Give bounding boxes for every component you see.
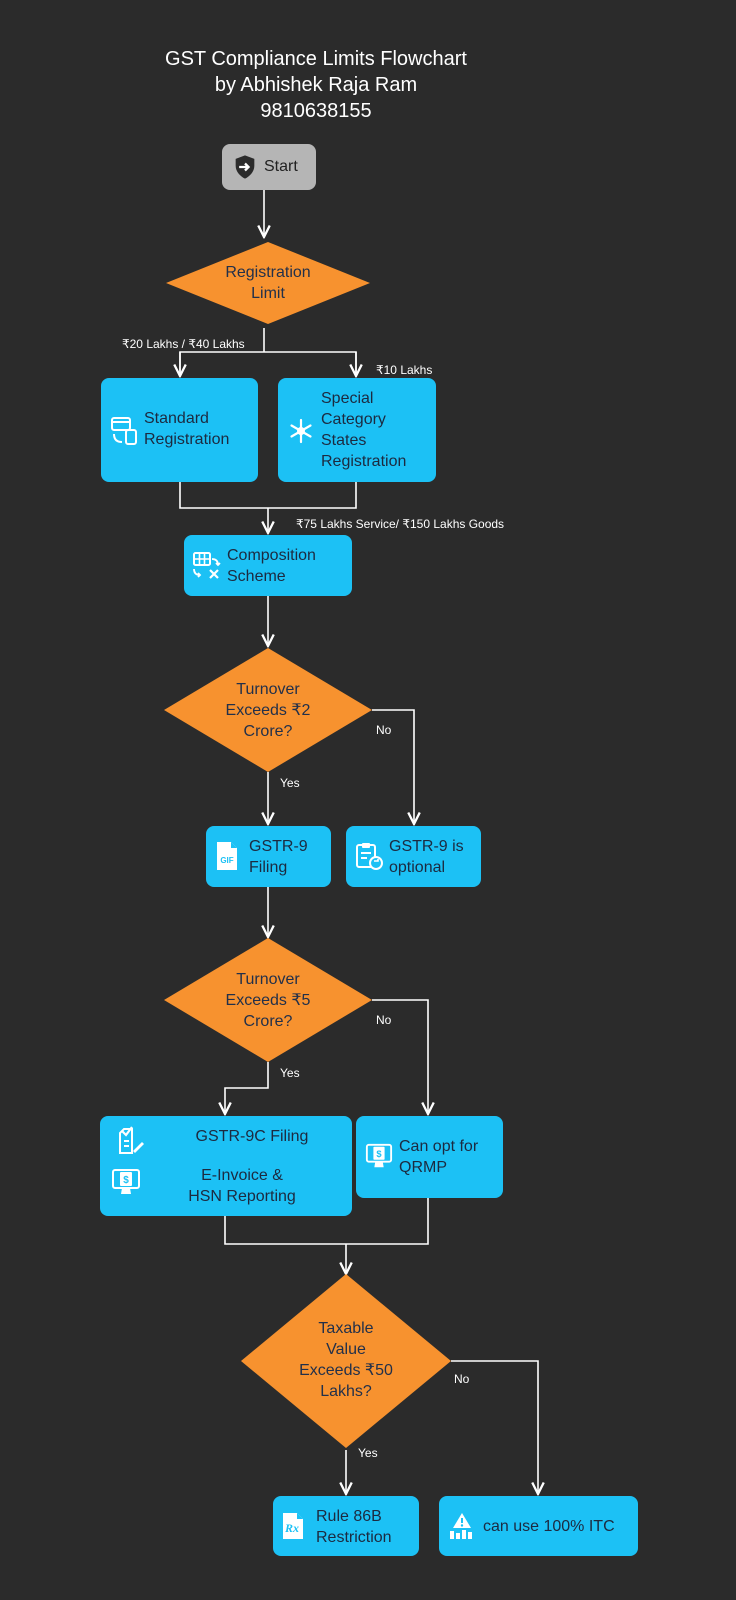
start-label: Start — [264, 158, 298, 175]
turnover-5cr-line1: Turnover — [236, 971, 300, 988]
card-phone-icon — [111, 417, 137, 445]
edge-label-10-lakhs: ₹10 Lakhs — [376, 363, 433, 377]
edge-taxable-no — [451, 1360, 538, 1494]
gstr9-optional-node[interactable]: GSTR-9 is optional — [346, 826, 481, 887]
edge-turnover2-no — [372, 709, 414, 824]
turnover-5cr-line3: Crore? — [243, 1013, 293, 1030]
composition-scheme-line1: Composition — [227, 547, 316, 564]
decision-turnover-5cr — [164, 938, 372, 1062]
taxable-50l-line4: Lakhs? — [320, 1383, 372, 1400]
registration-limit-line1: Registration — [225, 264, 311, 281]
rule86b-line1: Rule 86B — [316, 1508, 382, 1525]
start-node[interactable]: Start — [222, 144, 316, 190]
edge-label-tv-yes: Yes — [358, 1446, 378, 1460]
flowchart-title-line2: by Abhishek Raja Ram — [214, 74, 418, 96]
composition-scheme-node[interactable]: Composition Scheme — [184, 535, 352, 596]
full-itc-node[interactable]: can use 100% ITC — [439, 1496, 638, 1556]
edge-registration-split — [179, 351, 357, 376]
standard-registration-line2: Registration — [144, 431, 230, 448]
taxable-50l-line1: Taxable — [318, 1320, 374, 1337]
gstr9c-einvoice-node[interactable]: $ GSTR-9C Filing E-Invoice & HSN Reporti… — [100, 1116, 352, 1216]
turnover-5cr-line2: Exceeds ₹5 — [225, 992, 311, 1009]
turnover-5cr-label: Turnover Exceeds ₹5 Crore? — [198, 969, 338, 1032]
svg-text:Rx: Rx — [284, 1521, 299, 1535]
taxable-50l-line3: Exceeds ₹50 — [299, 1362, 393, 1379]
special-category-line3: States — [321, 432, 367, 449]
full-itc-label: can use 100% ITC — [483, 1518, 615, 1535]
check-document-icon — [119, 1126, 144, 1154]
grid-transfer-icon — [193, 552, 221, 579]
edge-merge-to-composition — [179, 481, 357, 533]
gstr9-filing-node[interactable]: GIF GSTR-9 Filing — [206, 826, 331, 887]
turnover-2cr-label: Turnover Exceeds ₹2 Crore? — [198, 679, 338, 742]
warning-chart-icon — [450, 1513, 472, 1539]
monitor-dollar-icon: $ — [365, 1143, 393, 1168]
qrmp-line2: QRMP — [399, 1159, 447, 1176]
special-category-line1: Special — [321, 390, 374, 407]
edge-label-20-40-lakhs: ₹20 Lakhs / ₹40 Lakhs — [122, 337, 245, 351]
decision-taxable-50l — [241, 1274, 451, 1448]
special-category-line2: Category — [321, 411, 386, 428]
composition-scheme-line2: Scheme — [227, 568, 286, 585]
qrmp-line1: Can opt for — [399, 1138, 479, 1155]
gif-file-icon: GIF — [217, 842, 237, 870]
turnover-2cr-line2: Exceeds ₹2 — [225, 702, 311, 719]
clipboard-refresh-icon — [356, 843, 383, 870]
prescription-icon: Rx — [283, 1513, 303, 1539]
snowflake-icon — [290, 418, 312, 444]
standard-registration-line1: Standard — [144, 410, 209, 427]
decision-turnover-2cr — [164, 648, 372, 772]
gstr9-optional-line1: GSTR-9 is — [389, 838, 464, 855]
edge-merge-to-taxable — [224, 1198, 429, 1274]
edge-label-composition-limits: ₹75 Lakhs Service/ ₹150 Lakhs Goods — [296, 517, 505, 531]
turnover-2cr-line1: Turnover — [236, 681, 300, 698]
svg-text:$: $ — [123, 1175, 129, 1186]
taxable-50l-line2: Value — [326, 1341, 366, 1358]
taxable-50l-label: Taxable Value Exceeds ₹50 Lakhs? — [276, 1318, 416, 1402]
edge-label-t2-no: No — [376, 723, 392, 737]
rule86b-node[interactable]: Rx Rule 86B Restriction — [273, 1496, 419, 1556]
edge-label-t2-yes: Yes — [280, 776, 300, 790]
flowchart-title-line1: GST Compliance Limits Flowchart — [165, 48, 467, 70]
einvoice-line1: E-Invoice & — [201, 1167, 283, 1184]
edge-turnover5-yes — [225, 1062, 269, 1114]
registration-limit-line2: Limit — [251, 285, 285, 302]
rule86b-line2: Restriction — [316, 1529, 392, 1546]
qrmp-node[interactable]: $ Can opt for QRMP — [356, 1116, 503, 1198]
edge-label-t5-yes: Yes — [280, 1066, 300, 1080]
svg-text:$: $ — [376, 1149, 382, 1159]
flowchart-title-line3: 9810638155 — [260, 100, 372, 122]
gstr9-filing-line1: GSTR-9 — [249, 838, 308, 855]
special-category-line4: Registration — [321, 453, 407, 470]
standard-registration-node[interactable]: Standard Registration — [101, 378, 258, 482]
special-category-registration-node[interactable]: Special Category States Registration — [278, 378, 436, 482]
gstr9-optional-line2: optional — [389, 859, 446, 876]
login-shield-icon — [235, 155, 255, 179]
turnover-2cr-line3: Crore? — [243, 723, 293, 740]
gstr9-filing-line2: Filing — [249, 859, 288, 876]
gstr9c-filing-label: GSTR-9C Filing — [195, 1128, 309, 1145]
edge-turnover5-no — [372, 999, 428, 1114]
registration-limit-label: Registration Limit — [198, 262, 338, 304]
svg-text:GIF: GIF — [220, 856, 233, 865]
einvoice-line2: HSN Reporting — [188, 1188, 296, 1205]
edge-label-tv-no: No — [454, 1372, 470, 1386]
edge-label-t5-no: No — [376, 1013, 392, 1027]
monitor-dollar-icon: $ — [112, 1169, 140, 1194]
decision-registration-limit — [166, 242, 370, 324]
